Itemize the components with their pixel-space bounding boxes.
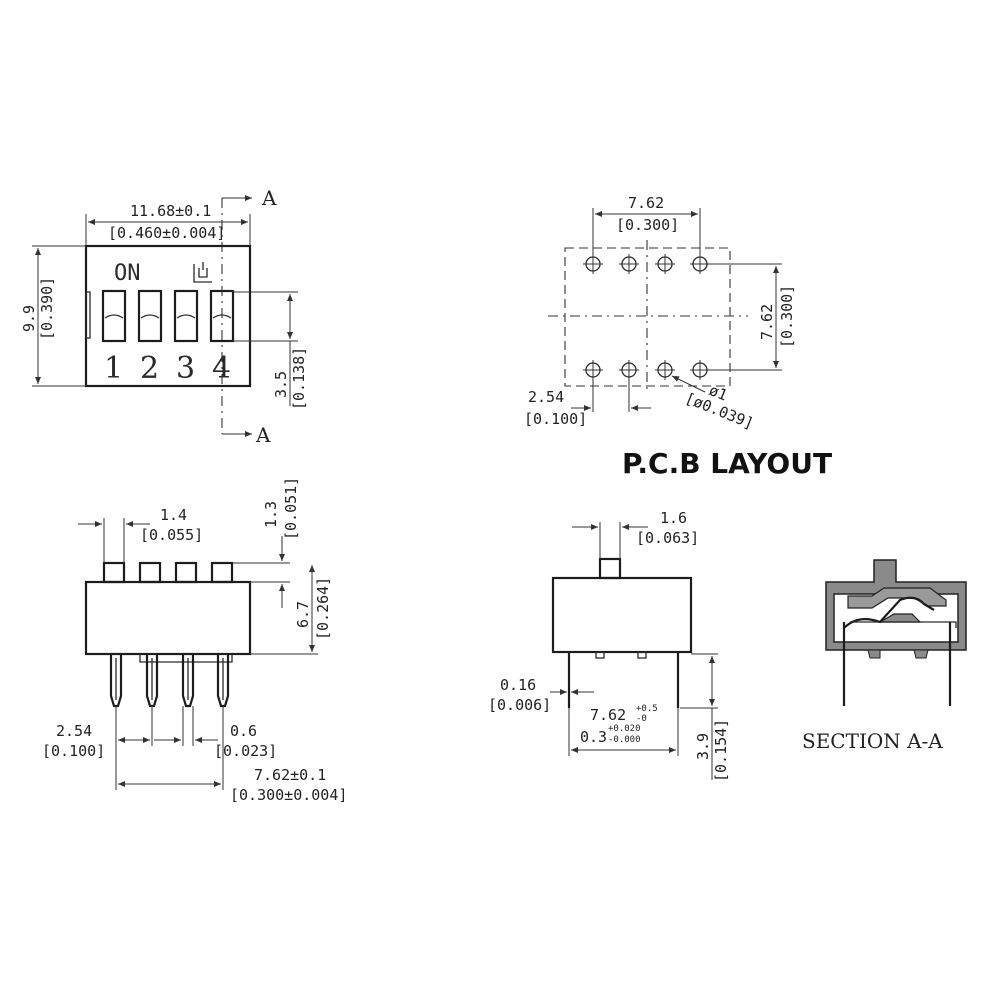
side-row-in-base: 0.3 xyxy=(580,728,607,746)
switch-number-1: 1 xyxy=(104,351,123,386)
front-actuator-mm: 1.4 xyxy=(160,506,187,524)
front-stand xyxy=(139,654,233,663)
top-view-side-notch xyxy=(85,291,91,339)
switch-number-2: 2 xyxy=(140,351,159,386)
side-actuator xyxy=(598,557,622,580)
front-pin-pitch-in: [0.100] xyxy=(42,742,105,760)
side-row-mm-tol-upper: +0.5 xyxy=(636,704,658,714)
pcb-layout-title: P.C.B LAYOUT xyxy=(622,447,832,480)
pcb-hole-mm: ø1 xyxy=(707,381,730,404)
front-actuator-in: [0.055] xyxy=(140,526,203,544)
top-height-mm: 9.9 xyxy=(20,305,38,332)
pcb-pitch-x-mm: 7.62 xyxy=(628,194,664,212)
side-row-mm-base: 7.62 xyxy=(590,706,626,724)
section-view: SECTION A-A xyxy=(802,559,967,753)
slot-in: [0.138] xyxy=(290,347,308,410)
side-view: 1.6 [0.063] 0.16 [0.006] 7.62 +0.5 -0 0.… xyxy=(488,509,730,782)
section-mark-bottom: A xyxy=(255,423,271,447)
side-row-mm-tol-lower: -0 xyxy=(636,714,647,724)
side-pin-t-mm: 0.16 xyxy=(500,676,536,694)
front-pin-w-in: [0.023] xyxy=(214,742,277,760)
front-actuators xyxy=(102,561,234,584)
front-pin-w-mm: 0.6 xyxy=(230,722,257,740)
side-pin-len-in: [0.154] xyxy=(712,719,730,782)
section-pins xyxy=(842,622,952,706)
side-pin-len-mm: 3.9 xyxy=(694,733,712,760)
section-label: SECTION A-A xyxy=(802,729,943,753)
side-row-in-tol-lower: -0.000 xyxy=(608,735,641,745)
pcb-pin-pitch-in: [0.100] xyxy=(524,410,587,428)
top-view: ON 1 2 3 4 A A 11.68±0.1 [0.460±0.004] 9… xyxy=(20,186,308,447)
front-pin-pitch-mm: 2.54 xyxy=(56,722,92,740)
side-actuator-in: [0.063] xyxy=(636,529,699,547)
pcb-outline xyxy=(564,247,731,387)
pcb-pitch-x-in: [0.300] xyxy=(616,216,679,234)
section-slider xyxy=(847,587,947,609)
pcb-pitch-y-mm: 7.62 xyxy=(758,304,776,340)
front-body-h-mm: 6.7 xyxy=(294,601,312,628)
brand-logo-icon xyxy=(193,262,212,283)
front-body xyxy=(84,580,252,656)
front-row-in: [0.300±0.004] xyxy=(230,786,347,804)
pcb-pin-pitch-mm: 2.54 xyxy=(528,388,564,406)
front-view: 1.4 [0.055] 1.3 [0.051] 6.7 [0.264] 2.54… xyxy=(42,477,347,804)
front-actuator-h-mm: 1.3 xyxy=(262,501,280,528)
side-pin-t-in: [0.006] xyxy=(488,696,551,714)
front-body-h-in: [0.264] xyxy=(314,577,332,640)
side-body xyxy=(551,576,693,654)
top-view-switch-windows xyxy=(101,289,235,343)
top-width-mm: 11.68±0.1 xyxy=(130,202,211,220)
pcb-pitch-y-in: [0.300] xyxy=(778,285,796,348)
pcb-hole xyxy=(583,254,710,380)
on-label: ON xyxy=(114,261,141,286)
front-actuator-h-in: [0.051] xyxy=(282,477,300,540)
switch-number-3: 3 xyxy=(176,351,195,386)
section-mark-top: A xyxy=(261,186,277,210)
side-row-in-tol-upper: +0.020 xyxy=(608,724,641,734)
front-row-mm: 7.62±0.1 xyxy=(254,766,326,784)
top-height-in: [0.390] xyxy=(38,277,56,340)
pcb-layout: 7.62 [0.300] 7.62 [0.300] 2.54 [0.100] ø… xyxy=(524,194,832,480)
side-actuator-mm: 1.6 xyxy=(660,509,687,527)
slot-mm: 3.5 xyxy=(272,371,290,398)
side-pins xyxy=(567,652,680,708)
top-width-in: [0.460±0.004] xyxy=(108,224,225,242)
